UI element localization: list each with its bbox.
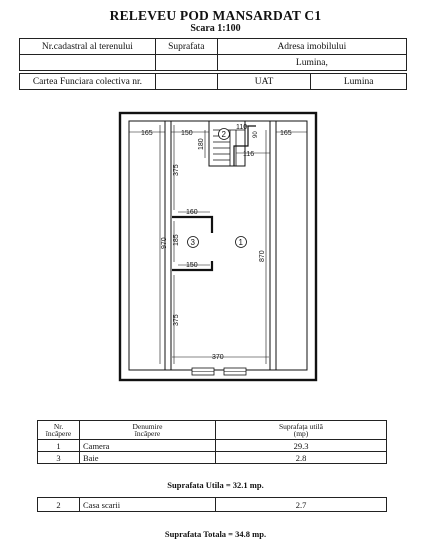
dim-stair-right: 90 [253,131,259,138]
room-name: Camera [79,439,216,452]
rooms-table: Nr. încăpere Denumire încăpere Suprafața… [37,420,387,464]
stair-block [208,120,246,167]
dim-stair-width: 150 [181,130,193,137]
stairs-table: 2 Casa scarii 2.7 [37,497,387,512]
dim-stair-top: 110 [236,124,247,131]
room-marker [187,236,199,248]
dim-room-width: 370 [212,354,224,361]
uat-value: Lumina [310,73,407,90]
stairs-area: 2.7 [215,497,387,512]
stairs-name: Casa scarii [79,497,216,512]
room-marker [218,128,230,140]
room-number: 1 [239,238,244,247]
total-area-summary: Suprafata Totala = 34.8 mp. [164,529,267,539]
partition-upper [172,215,214,233]
land-book-label: Cartea Funciara colectiva nr. [19,73,156,90]
room-area: 29.3 [215,439,387,452]
land-book-value [154,73,218,90]
outer-wall [118,111,318,382]
header-nr: Nr. încăpere [37,420,80,440]
header-name: Denumire încăpere [79,420,216,440]
dim-lower: 375 [173,314,180,326]
cadastral-value [19,54,156,71]
room-nr: 3 [37,451,80,464]
header-area: Suprafața utilă (mp) [215,420,387,440]
dim-bath: 185 [173,234,180,246]
room-name: Baie [79,451,216,464]
room-marker [235,236,247,248]
dim-room-height: 870 [259,250,266,262]
table-row: 3 Baie 2.8 [37,451,387,464]
dim-height-total: 970 [161,237,168,249]
dim-stair-length: 180 [198,138,205,150]
document-title: RELEVEU POD MANSARDAT C1 [109,8,322,23]
stairs-nr: 2 [37,497,80,512]
dim-left-wall: 165 [141,130,153,137]
property-info-table: Nr.cadastral al terenului Suprafata Adre… [19,38,408,90]
dim-landing: 116 [243,151,254,158]
room-area: 2.8 [215,451,387,464]
dim-right-wall: 165 [280,130,292,137]
table-row: 1 Camera 29.3 [37,439,387,452]
partition-lower [172,261,214,272]
uat-label: UAT [216,73,312,90]
dim-partition: 160 [186,209,198,216]
room-number: 2 [222,130,227,139]
useful-area-summary: Suprafata Utila = 32.1 mp. [167,480,264,490]
dim-upper: 375 [173,164,180,176]
room-nr: 1 [37,439,80,452]
address-value: Lumina, [216,54,408,71]
scale-label: Scara 1:100 [190,23,241,34]
table-row: 2 Casa scarii 2.7 [37,497,387,512]
room-number: 3 [191,238,196,247]
dim-bath-width: 150 [186,262,198,269]
